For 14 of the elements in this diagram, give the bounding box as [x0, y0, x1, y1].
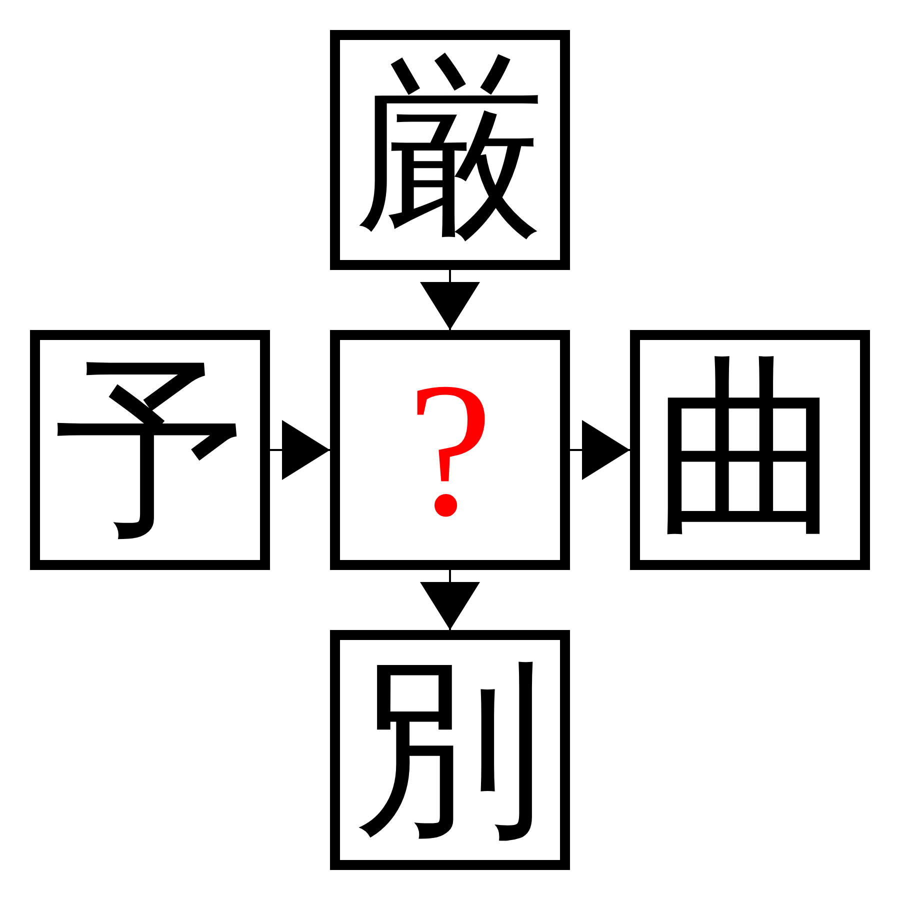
question-mark: ?	[407, 354, 493, 546]
character-box	[630, 330, 870, 570]
kanji: 厳	[354, 54, 546, 246]
character-box	[330, 630, 570, 870]
arrow	[420, 270, 480, 330]
character-box	[30, 330, 270, 570]
kanji: 別	[354, 654, 546, 846]
kanji: 予	[54, 354, 246, 546]
character-box	[330, 330, 570, 570]
arrow	[570, 420, 630, 480]
arrow	[270, 420, 330, 480]
kanji: 曲	[654, 354, 846, 546]
character-box	[330, 30, 570, 270]
arrow	[420, 570, 480, 630]
